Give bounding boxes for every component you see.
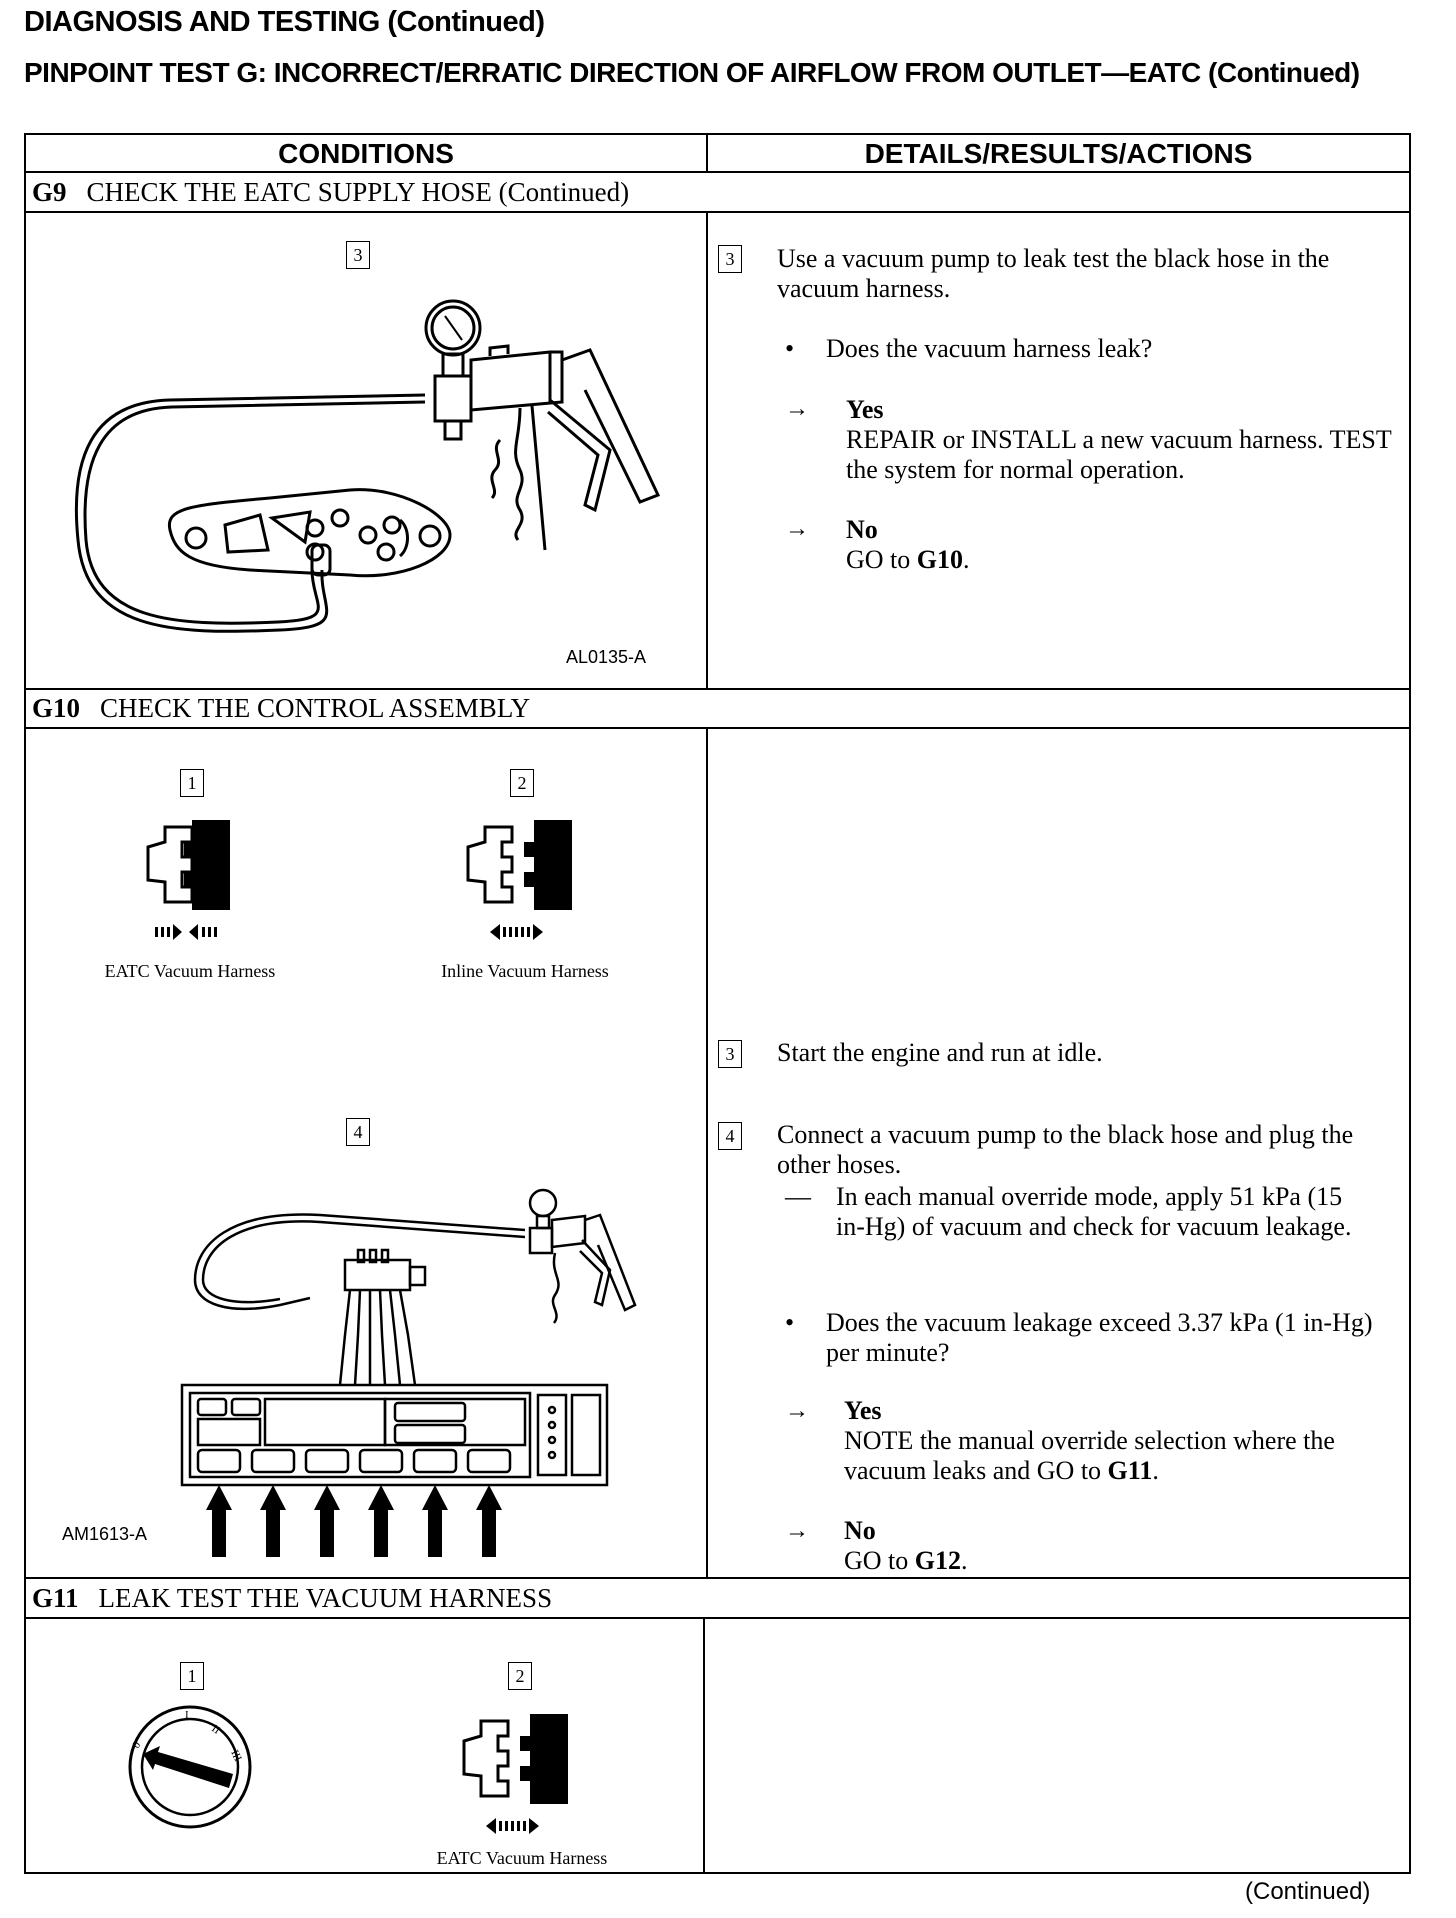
control-assembly-vacuum-test-illustration	[180, 1188, 637, 1557]
no-action-target: G10	[916, 545, 964, 574]
vacuum-pump-leak-test-illustration	[74, 299, 661, 633]
g10-title-border	[24, 727, 1411, 729]
yes-label: Yes	[846, 395, 884, 424]
section-id: G9	[32, 177, 67, 207]
step-box: 4	[718, 1122, 742, 1150]
yes-action-suffix: .	[1152, 1456, 1159, 1485]
figure-caption: EATC Vacuum Harness	[436, 1848, 608, 1868]
no-action-suffix: .	[963, 545, 970, 574]
figure-step-box: 1	[180, 1662, 204, 1690]
continued-label: (Continued)	[1245, 1878, 1371, 1905]
figure-step-box: 1	[180, 769, 204, 797]
column-header-conditions: CONDITIONS	[278, 138, 454, 169]
result-arrow-icon: →	[785, 1518, 809, 1544]
g10-divider	[706, 727, 708, 1579]
no-action-target: G12	[914, 1546, 962, 1575]
connector-disconnect-icon	[466, 820, 572, 940]
figure-step-box: 2	[510, 769, 534, 797]
yes-action: REPAIR or INSTALL a new vacuum harness. …	[846, 425, 1392, 484]
no-action-text: GO to	[846, 545, 917, 574]
figure-step-box: 3	[346, 241, 370, 269]
no-label: No	[844, 1516, 876, 1545]
dash-marker: —	[785, 1182, 811, 1211]
step-instruction: Start the engine and run at idle.	[777, 1038, 1103, 1067]
g11-title-border	[24, 1617, 1411, 1619]
step-instruction: Use a vacuum pump to leak test the black…	[777, 244, 1330, 303]
table-left-border	[24, 133, 26, 1874]
figure-step-box: 2	[508, 1662, 532, 1690]
section-title-text: CHECK THE CONTROL ASSEMBLY	[100, 693, 531, 723]
yes-action: NOTE the manual override selection where…	[844, 1426, 1399, 1486]
bullet-marker: •	[785, 1308, 795, 1337]
step-box: 3	[718, 245, 742, 273]
g9-divider	[706, 211, 708, 690]
figure-caption: Inline Vacuum Harness	[441, 961, 609, 981]
connector-disconnect-icon	[462, 1714, 568, 1834]
figure-step-box: 4	[346, 1118, 370, 1146]
bullet-marker: •	[785, 334, 795, 363]
connector-disconnect-icon	[146, 820, 230, 940]
no-label: No	[846, 515, 878, 544]
svg-text:III: III	[228, 1748, 244, 1763]
yes-label: Yes	[844, 1396, 882, 1425]
section-id: G10	[32, 693, 81, 723]
table-bottom-border	[24, 1872, 1411, 1874]
section-title-g11: G11 LEAK TEST THE VACUUM HARNESS	[32, 1582, 552, 1614]
section-title-text: CHECK THE EATC SUPPLY HOSE (Continued)	[86, 177, 630, 207]
result-arrow-icon: →	[785, 516, 809, 542]
step-question: Does the vacuum harness leak?	[826, 334, 1153, 363]
svg-text:I: I	[185, 1709, 189, 1721]
svg-text:0: 0	[130, 1739, 143, 1750]
no-action: GO to G12.	[844, 1546, 968, 1576]
pinpoint-test-title: PINPOINT TEST G: INCORRECT/ERRATIC DIREC…	[24, 57, 1360, 88]
no-action-text: GO to	[844, 1546, 915, 1575]
step-question: Does the vacuum leakage exceed 3.37 kPa …	[826, 1308, 1373, 1367]
figure-code: AL0135-A	[566, 647, 647, 667]
section-title-text: LEAK TEST THE VACUUM HARNESS	[98, 1583, 553, 1613]
result-arrow-icon: →	[785, 396, 809, 422]
column-header-details: DETAILS/RESULTS/ACTIONS	[864, 138, 1253, 169]
header-row-border	[24, 171, 1411, 173]
g9-title-border	[24, 211, 1411, 213]
section-id: G11	[32, 1583, 79, 1613]
result-arrow-icon: →	[785, 1398, 809, 1424]
no-action: GO to G10.	[846, 545, 970, 575]
step-instruction: Connect a vacuum pump to the black hose …	[777, 1120, 1354, 1179]
section-title-g10: G10 CHECK THE CONTROL ASSEMBLY	[32, 692, 530, 724]
header-divider	[706, 133, 708, 173]
sub-instruction: In each manual override mode, apply 51 k…	[836, 1182, 1352, 1241]
yes-action-text: NOTE the manual override selection where…	[844, 1426, 1335, 1485]
page-title: DIAGNOSIS AND TESTING (Continued)	[24, 6, 545, 38]
table-top-border	[24, 133, 1411, 135]
figure-code: AM1613-A	[62, 1524, 148, 1544]
ignition-switch-icon: 0 I II III	[128, 1705, 252, 1829]
figure-caption: EATC Vacuum Harness	[104, 961, 276, 981]
g9-bottom-border	[24, 688, 1411, 690]
no-action-suffix: .	[961, 1546, 968, 1575]
yes-action-target: G11	[1107, 1456, 1153, 1485]
g11-divider	[703, 1617, 705, 1874]
step-box: 3	[718, 1040, 742, 1068]
g10-bottom-border	[24, 1577, 1411, 1579]
table-right-border	[1409, 133, 1411, 1874]
section-title-g9: G9 CHECK THE EATC SUPPLY HOSE (Continued)	[32, 176, 629, 208]
